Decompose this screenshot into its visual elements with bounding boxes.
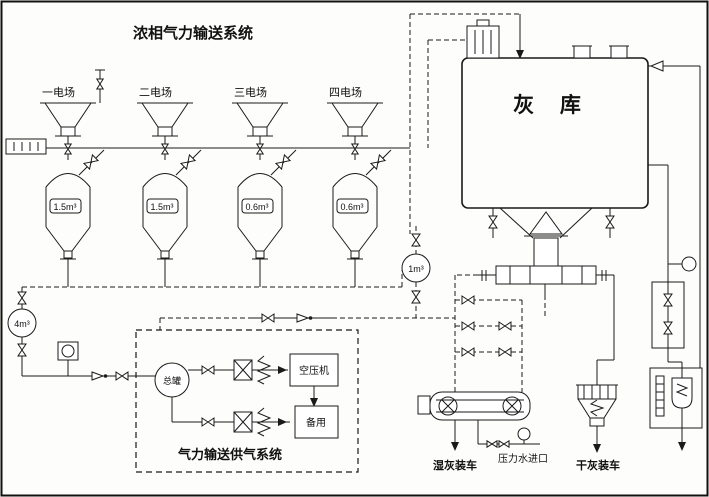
feed-valve-icon (351, 143, 359, 155)
hopper-label: 一电场 (42, 85, 75, 99)
check-valve-icon (296, 313, 313, 323)
vessel-label: 1.5m³ (150, 202, 173, 212)
flow-arrow-icon (278, 418, 287, 426)
valve-icon (201, 365, 215, 375)
valve-icon (498, 347, 512, 357)
tank-1m3: 1m³ (401, 226, 431, 318)
valve-icon (201, 417, 215, 427)
silo-roof-nozzles (572, 45, 629, 59)
valve-icon (261, 313, 275, 323)
air-branch-line (159, 313, 455, 330)
silo-discharge-unit (478, 265, 614, 285)
valve-icon (663, 293, 673, 307)
valve-icon (486, 440, 498, 448)
wet-ash-loader: 湿灰装车 (417, 391, 531, 472)
fluidizing-cone-icon (529, 211, 563, 235)
standby-label: 备用 (306, 416, 326, 429)
main-air-tank-label: 总罐 (163, 375, 181, 386)
hopper-3: 三电场 (232, 85, 288, 160)
silo-outlet-valve-icon (488, 215, 498, 229)
vessel-3: 0.6m³ (237, 149, 297, 287)
hopper-1: 一电场 (40, 85, 96, 160)
valve-icon (663, 321, 673, 335)
hopper-label: 三电场 (234, 85, 267, 99)
valve-icon (411, 233, 421, 247)
vessel-label: 1.5m³ (53, 202, 76, 212)
vent-instrument (95, 69, 105, 103)
vessel-1: 1.5m³ (45, 149, 105, 287)
ash-silo: 灰 库 (461, 19, 649, 318)
check-valve-icon (91, 371, 108, 381)
flow-arrow-icon (678, 442, 686, 451)
valve-icon (411, 290, 421, 304)
vessel-label: 0.6m³ (245, 202, 268, 212)
flow-arrow-icon (451, 442, 459, 451)
hopper-label: 四电场 (329, 85, 362, 99)
valve-icon (17, 291, 27, 305)
air-supply-system: 总罐 空压机 备用 气力输送供气系统 (135, 329, 359, 473)
dome-valve-icon (180, 154, 196, 170)
pressure-gauge-icon (681, 256, 697, 272)
conveying-pipes (22, 13, 524, 288)
air-supply-box-label: 气力输送供气系统 (178, 447, 282, 462)
silo-outlet-valve-icon (605, 215, 615, 229)
dome-valve-icon (370, 154, 386, 170)
gauge-icon (517, 427, 531, 441)
compressor-label: 空压机 (299, 364, 329, 377)
water-inlet: 压力水进口 (477, 420, 548, 465)
flow-arrow-icon (593, 444, 601, 453)
filter-icon (233, 411, 253, 433)
valve-icon (498, 440, 510, 448)
check-valve-icon (649, 60, 664, 72)
diagram-title: 浓相气力输送系统 (133, 24, 253, 42)
silo-label: 灰 库 (513, 93, 591, 117)
dry-ash-label: 干灰装车 (576, 458, 620, 472)
vessel-2: 1.5m³ (142, 149, 202, 287)
dome-valve-icon (83, 154, 99, 170)
valve-icon (498, 321, 512, 331)
dome-valve-icon (275, 154, 291, 170)
tank-4m3: 4m³ (7, 287, 156, 381)
gauge-icon (61, 344, 75, 358)
valve-icon (115, 371, 129, 381)
valve-icon (461, 321, 475, 331)
valve-icon (461, 347, 475, 357)
hopper-4: 四电场 (327, 85, 383, 160)
silo-vent-filter (466, 19, 500, 59)
feed-valve-icon (161, 143, 169, 155)
dry-ash-loader: 干灰装车 (576, 275, 620, 472)
feed-valve-icon (256, 143, 264, 155)
hopper-2: 二电场 (137, 85, 193, 160)
water-inlet-label: 压力水进口 (498, 452, 548, 465)
right-side-equipment (648, 60, 703, 451)
vent-valve-icon (96, 78, 104, 90)
feed-valve-icon (64, 143, 72, 155)
vessel-4: 0.6m³ (332, 149, 392, 287)
valve-icon (461, 295, 475, 305)
hopper-label: 二电场 (139, 85, 172, 99)
tank-1m3-label: 1m³ (408, 264, 424, 274)
separator-vessel-icon (671, 377, 693, 409)
control-box (5, 138, 47, 155)
valve-icon (17, 343, 27, 357)
filter-icon (233, 359, 253, 381)
wet-ash-label: 湿灰装车 (433, 458, 477, 472)
tank-4m3-label: 4m³ (14, 319, 30, 329)
flow-arrow-icon (278, 366, 287, 374)
fluidizing-valve-bank (454, 274, 523, 392)
vessel-label: 0.6m³ (340, 202, 363, 212)
